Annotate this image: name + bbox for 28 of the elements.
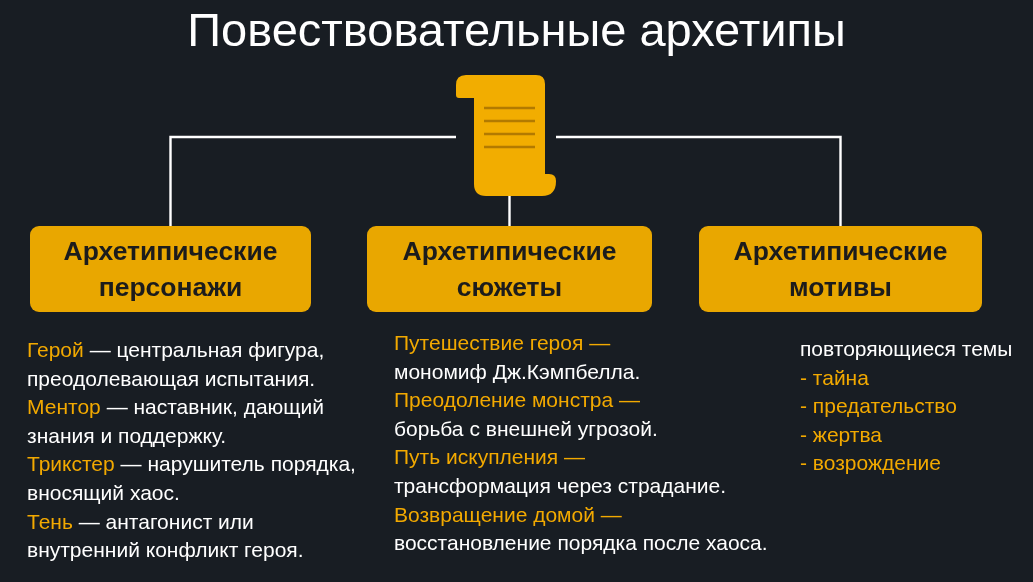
category-title: Архетипические сюжеты: [401, 235, 618, 304]
scroll-icon: [456, 75, 556, 196]
motif-item: - жертва: [800, 421, 882, 448]
category-box: [367, 226, 652, 312]
plot-description: восстановление порядка после хаоса.: [394, 530, 768, 557]
plot-name: Преодоление монстра —: [394, 387, 640, 414]
plot-description: трансформация через страдание.: [394, 472, 727, 499]
character-definition: Герой — центральная фигура, преодолевающая испытания.: [27, 337, 326, 392]
connector-line: [169, 135, 456, 226]
motif-item: - тайна: [800, 364, 869, 391]
category-title: Архетипические персонажи: [62, 235, 279, 304]
category-title: Архетипические мотивы: [732, 235, 949, 304]
character-definition: Тень — антагонист или внутренний конфликт героя.: [27, 508, 305, 564]
plot-description: борьба с внешней угрозой.: [394, 415, 658, 442]
plot-description: мономиф Дж.Кэмпбелла.: [394, 358, 641, 385]
motif-item: - предательство: [800, 393, 957, 420]
category-box: [699, 226, 982, 312]
category-box: [30, 226, 311, 312]
diagram-title: Повествовательные архетипы: [187, 2, 846, 58]
motif-item: - возрождение: [800, 450, 941, 477]
connector-line: [508, 196, 511, 226]
plot-name: Путешествие героя —: [394, 330, 611, 356]
character-definition: Трикстер — нарушитель порядка, вносящий хаос.: [27, 451, 357, 506]
connector-line: [556, 135, 842, 226]
character-definition: Ментор — наставник, дающий знания и поддержку.: [27, 394, 326, 449]
motifs-heading: повторяющиеся темы: [800, 336, 1013, 362]
plot-name: Возвращение домой —: [394, 501, 622, 528]
plot-name: Путь искупления —: [394, 444, 585, 471]
